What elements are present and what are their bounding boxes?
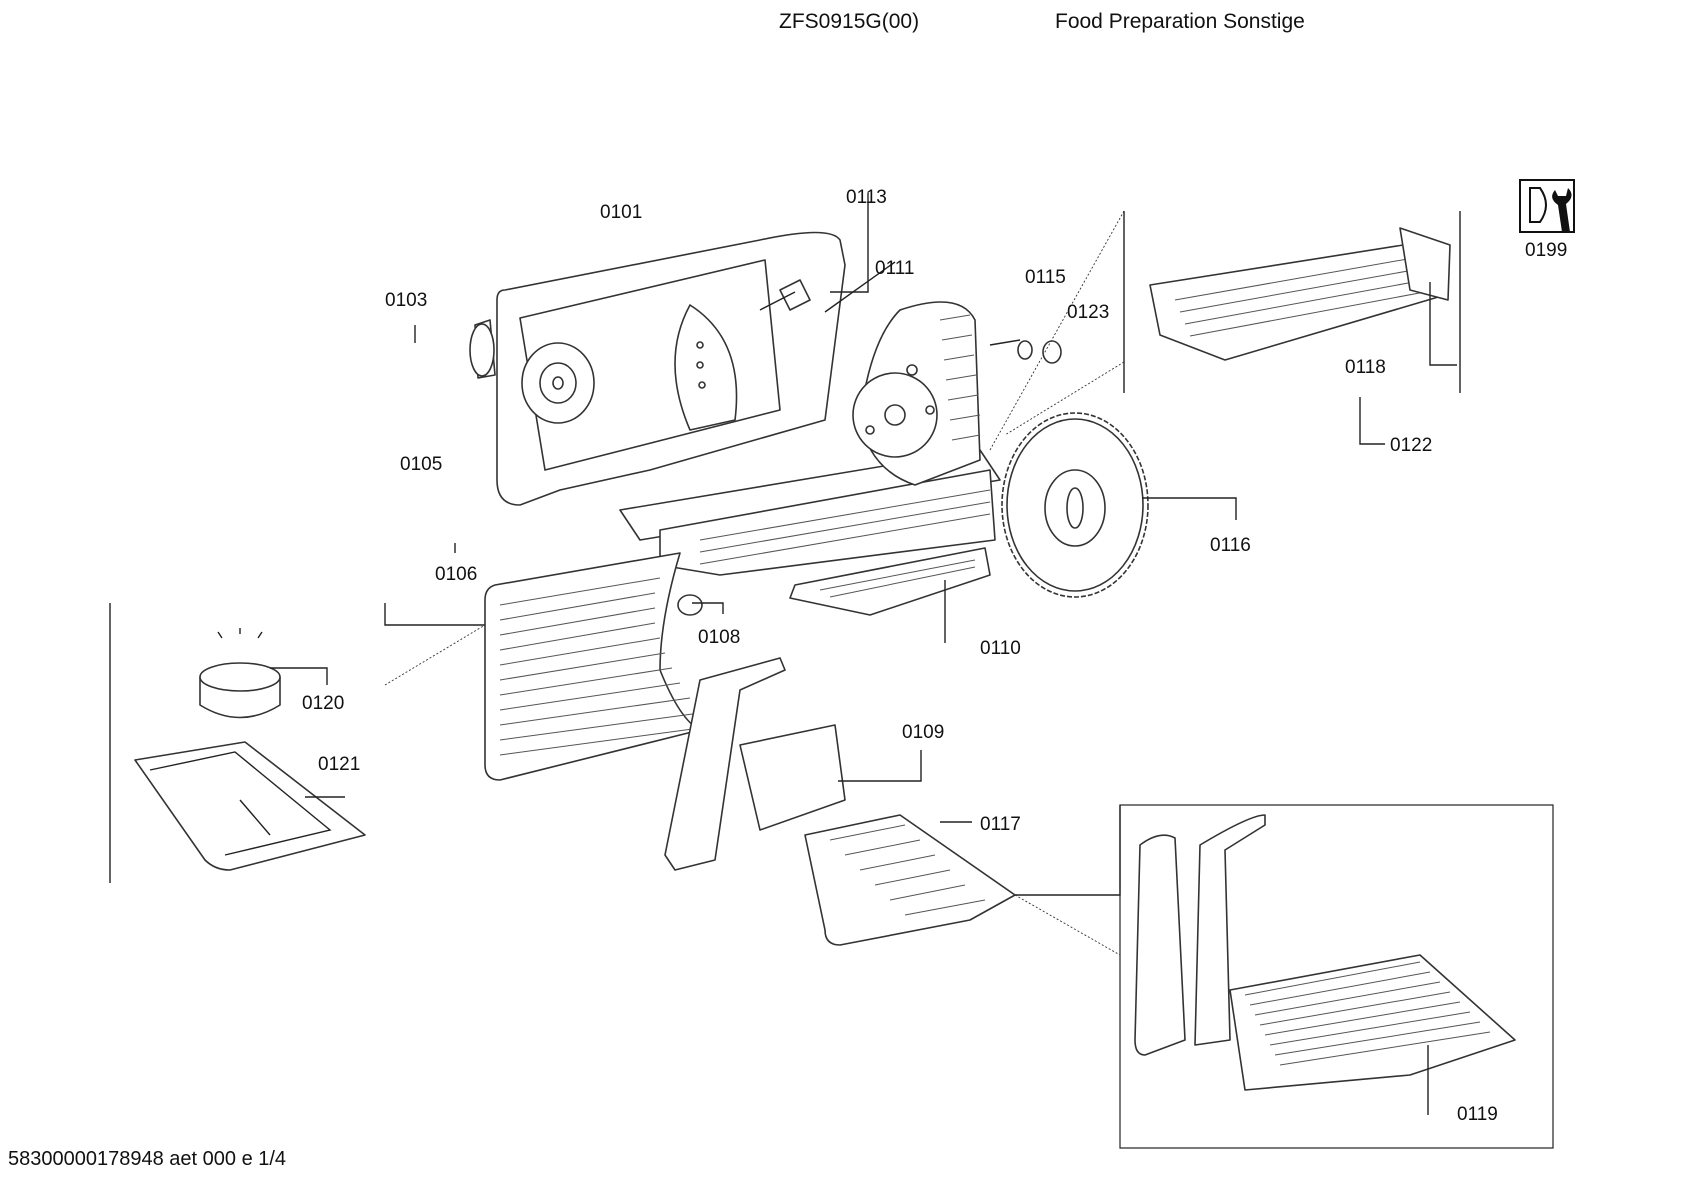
label-0123: 0123	[1067, 302, 1109, 323]
part-0101-housing[interactable]	[474, 231, 846, 506]
label-0121: 0121	[318, 754, 360, 775]
category-title: Food Preparation Sonstige	[1055, 10, 1305, 33]
label-0101: 0101	[600, 202, 642, 223]
label-0108: 0108	[698, 627, 740, 648]
part-0108-knob[interactable]	[677, 594, 703, 616]
part-0111-blade-plate[interactable]	[852, 301, 981, 486]
part-0123-cap[interactable]	[1042, 340, 1062, 364]
label-0117: 0117	[980, 814, 1021, 835]
part-0118-slide-rail[interactable]	[1149, 227, 1451, 361]
part-0110-food-tray[interactable]	[789, 547, 991, 616]
leader-lines	[109, 193, 1461, 1115]
part-0103-knob[interactable]	[469, 323, 495, 377]
detail-inset-frame	[1119, 804, 1554, 1149]
part-0119-detail[interactable]	[1134, 814, 1516, 1091]
label-0109: 0109	[902, 722, 944, 743]
label-0105: 0105	[400, 454, 442, 475]
part-0113-bracket[interactable]	[759, 279, 811, 311]
part-0109-end-piece[interactable]	[664, 657, 846, 871]
label-0122: 0122	[1390, 435, 1432, 456]
part-0106-carriage-table[interactable]	[484, 552, 701, 781]
label-0199: 0199	[1525, 240, 1567, 261]
label-0116: 0116	[1210, 535, 1251, 556]
label-0120: 0120	[302, 693, 344, 714]
part-0116-blade[interactable]	[1001, 412, 1149, 598]
label-0110: 0110	[980, 638, 1021, 659]
part-0120-holder[interactable]	[199, 628, 281, 719]
label-0113: 0113	[846, 187, 887, 208]
model-number: ZFS0915G(00)	[779, 10, 920, 33]
service-tool-icon[interactable]	[1519, 179, 1575, 233]
label-0115: 0115	[1025, 267, 1066, 288]
label-0103: 0103	[385, 290, 427, 311]
part-0121-tray[interactable]	[134, 741, 366, 871]
label-0111: 0111	[875, 258, 914, 279]
document-id: 58300000178948 aet 000 e 1/4	[8, 1148, 287, 1170]
part-0117-pusher-plate[interactable]	[804, 814, 1016, 946]
label-0106: 0106	[435, 564, 477, 585]
part-0115-screw[interactable]	[989, 339, 1033, 360]
label-0118: 0118	[1345, 357, 1386, 378]
label-0119: 0119	[1457, 1104, 1498, 1125]
